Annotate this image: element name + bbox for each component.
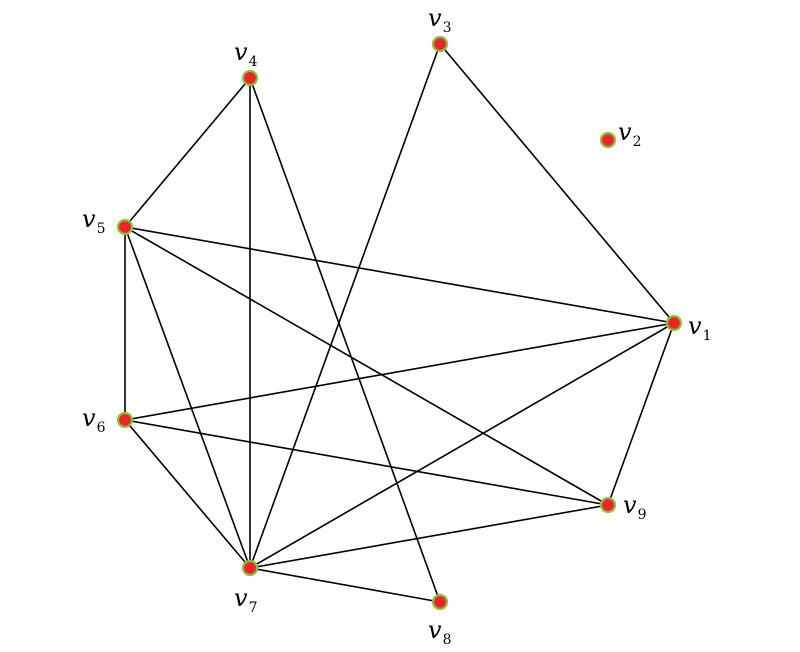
node-label-v1: v1 xyxy=(688,312,711,344)
node-v3 xyxy=(431,35,449,53)
edge-v3-v1 xyxy=(439,43,675,324)
node-label-letter: v xyxy=(82,404,96,432)
node-label-subscript: 5 xyxy=(97,221,106,237)
edge-v1-v9 xyxy=(607,322,675,506)
node-label-subscript: 6 xyxy=(97,420,106,436)
node-label-v7: v7 xyxy=(234,584,257,616)
edge-v7-v9 xyxy=(249,504,609,569)
node-label-subscript: 8 xyxy=(443,632,452,648)
node-v8 xyxy=(431,593,449,611)
node-label-letter: v xyxy=(82,205,96,233)
node-label-subscript: 1 xyxy=(703,328,712,344)
node-v9 xyxy=(599,496,617,514)
node-label-letter: v xyxy=(623,491,637,519)
node-label-subscript: 2 xyxy=(633,134,642,150)
edges-layer xyxy=(124,43,675,603)
node-label-subscript: 9 xyxy=(638,507,647,523)
edge-v7-v1 xyxy=(249,322,675,569)
node-label-letter: v xyxy=(428,616,442,644)
node-label-v8: v8 xyxy=(428,616,451,648)
node-v7 xyxy=(241,559,259,577)
edge-v4-v8 xyxy=(249,77,441,603)
node-label-v4: v4 xyxy=(234,38,258,70)
node-v5 xyxy=(116,218,134,236)
node-label-letter: v xyxy=(688,312,702,340)
edge-v5-v7 xyxy=(124,226,251,569)
node-label-letter: v xyxy=(234,584,248,612)
node-label-v3: v3 xyxy=(428,4,451,36)
node-label-letter: v xyxy=(618,118,632,146)
node-label-v9: v9 xyxy=(623,491,646,523)
node-label-subscript: 3 xyxy=(443,20,452,36)
node-label-subscript: 4 xyxy=(249,54,258,70)
node-label-v2: v2 xyxy=(618,118,641,150)
edge-v5-v1 xyxy=(124,226,675,324)
edge-v6-v9 xyxy=(124,419,609,506)
node-label-letter: v xyxy=(234,38,248,66)
node-label-subscript: 7 xyxy=(249,600,258,616)
node-v6 xyxy=(116,411,134,429)
node-label-v5: v5 xyxy=(82,205,105,237)
nodes-layer xyxy=(116,35,683,611)
node-v4 xyxy=(241,69,259,87)
node-v2 xyxy=(599,131,617,149)
edge-v7-v8 xyxy=(249,567,441,603)
node-label-letter: v xyxy=(428,4,442,32)
edge-v6-v7 xyxy=(124,419,251,569)
node-label-v6: v6 xyxy=(82,404,106,436)
edge-v4-v5 xyxy=(124,77,251,228)
edge-v6-v1 xyxy=(124,322,675,421)
edge-v3-v7 xyxy=(249,43,441,569)
node-v1 xyxy=(665,314,683,332)
edge-v5-v9 xyxy=(124,226,609,506)
